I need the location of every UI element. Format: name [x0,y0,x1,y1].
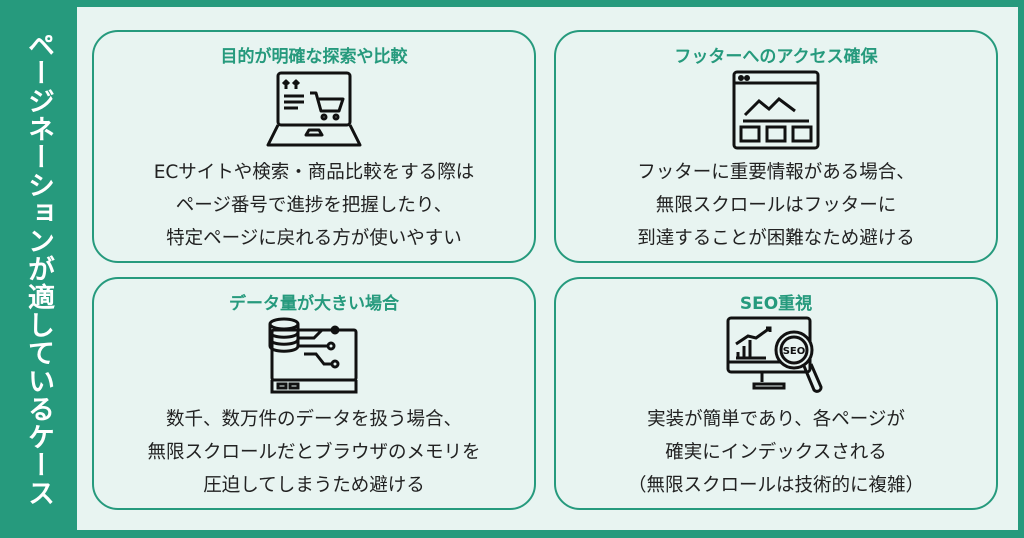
card-text-line: ページ番号で進捗を把握したり、 [175,195,453,216]
card-title: 目的が明確な探索や比較 [220,47,408,67]
side-title: ページネーションが適しているケース [23,31,54,507]
card-text-line: 特定ページに戻れる方が使いやすい [166,228,462,249]
laptop-shopping-cart-icon [94,66,534,154]
content-panel: 目的が明確な探索や比較 ECサイトや検索・商品比較をする際はページ番号で進捗を把… [77,7,1018,530]
seo-magnifier-monitor-icon: SEO [556,313,996,401]
card-text-line: 到達することが困難なため避ける [637,228,915,249]
card-text-line: ECサイトや検索・商品比較をする際は [153,162,475,183]
card-title: SEO重視 [739,294,813,314]
card-text-line: （無限スクロールは技術的に複雑） [627,475,924,496]
card-large-data: データ量が大きい場合 数千、数万件のデータを扱う場合、無限スクロールだとブラウザ… [92,277,536,510]
card-text-line: 無限スクロールだとブラウザのメモリを [147,442,481,463]
card-text-line: 確実にインデックスされる [665,442,887,463]
card-text-line: 圧迫してしまうため避ける [203,475,425,496]
card-footer-access: フッターへのアクセス確保 フッターに重要情報がある場合、無限スクロールはフッター… [554,30,998,263]
card-clear-purpose: 目的が明確な探索や比較 ECサイトや検索・商品比較をする際はページ番号で進捗を把… [92,30,536,263]
card-title: データ量が大きい場合 [229,294,399,314]
side-title-bar: ページネーションが適しているケース [0,0,77,538]
webpage-layout-icon [556,66,996,154]
database-circuit-icon [94,313,534,401]
card-text-line: 数千、数万件のデータを扱う場合、 [165,409,462,430]
card-seo: SEO重視 SEO 実装が簡単であり、各ページが確実にインデックスされる （無限ス… [554,277,998,510]
seo-icon-label: SEO [783,346,806,357]
card-text-line: 無限スクロールはフッターに [655,195,897,216]
card-text-line: 実装が簡単であり、各ページが [647,409,905,430]
card-text-line: フッターに重要情報がある場合、 [637,162,915,183]
card-title: フッターへのアクセス確保 [674,47,878,67]
